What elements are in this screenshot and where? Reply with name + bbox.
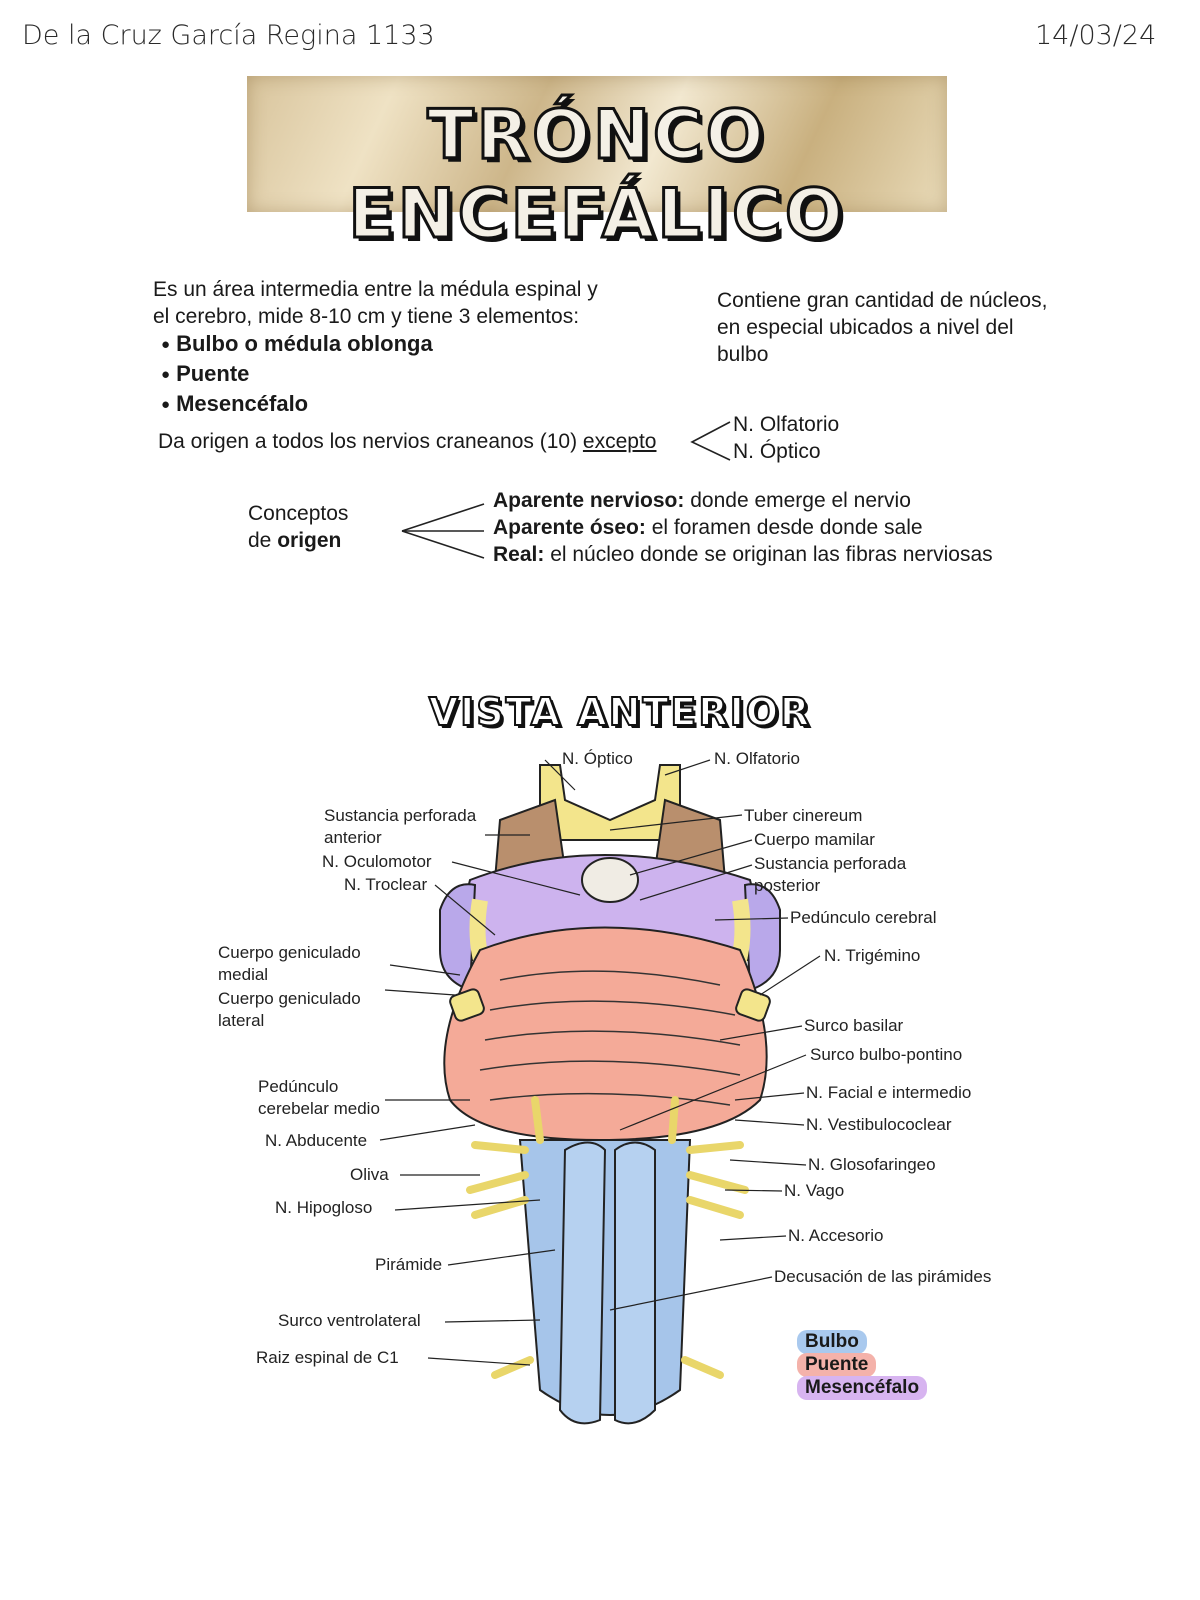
nerve-olfatorio: N. Olfatorio bbox=[733, 413, 840, 436]
nerve-optico: N. Óptico bbox=[733, 440, 821, 463]
diagram-title: VISTA ANTERIOR bbox=[428, 689, 812, 735]
label-accesorio: N. Accesorio bbox=[788, 1226, 884, 1245]
concept-item: Aparente óseo: el foramen desde donde sa… bbox=[493, 516, 923, 539]
nuclei-note: Contiene gran cantidad de núcleos, en es… bbox=[717, 287, 1047, 368]
trigeminal-left bbox=[449, 988, 485, 1022]
label-oculomotor: N. Oculomotor bbox=[322, 852, 432, 871]
title-banner: TRÓNCO ENCEFÁLICO bbox=[247, 76, 947, 256]
concepts-bracket bbox=[401, 503, 485, 559]
label-surco-bulbo: Surco bulbo-pontino bbox=[810, 1045, 963, 1064]
origin-sentence: Da origen a todos los nervios craneanos … bbox=[158, 430, 578, 453]
intro-block: Es un área intermedia entre la médula es… bbox=[153, 276, 598, 420]
page-title: TRÓNCO ENCEFÁLICO bbox=[347, 95, 846, 256]
pyramid-right bbox=[614, 1141, 656, 1425]
date: 14/03/24 bbox=[1035, 20, 1157, 51]
label-tuber: Tuber cinereum bbox=[744, 806, 863, 825]
origin-bracket bbox=[690, 421, 731, 461]
label-vestibulococlear: N. Vestibulococlear bbox=[806, 1115, 952, 1134]
label-facial: N. Facial e intermedio bbox=[806, 1083, 972, 1102]
list-item: Mesencéfalo bbox=[161, 390, 598, 420]
concepts-list: Aparente nervioso: donde emerge el nervi… bbox=[493, 487, 993, 568]
label-piramide: Pirámide bbox=[375, 1255, 443, 1274]
list-item: Bulbo o médula oblonga bbox=[161, 330, 598, 360]
label-ped-cerebral: Pedúnculo cerebral bbox=[790, 908, 937, 927]
label-glosofaringeo: N. Glosofaringeo bbox=[808, 1155, 936, 1174]
mammillary-body bbox=[581, 857, 639, 903]
nuclei-line-1: Contiene gran cantidad de núcleos, bbox=[717, 289, 1048, 312]
except-word: excepto bbox=[582, 430, 657, 453]
label-hipogloso: N. Hipogloso bbox=[275, 1198, 373, 1217]
concept-item: Aparente nervioso: donde emerge el nervi… bbox=[493, 489, 911, 512]
label-decusacion: Decusación de las pirámides bbox=[774, 1267, 992, 1286]
label-optico: N. Óptico bbox=[562, 749, 633, 768]
label-oliva: Oliva bbox=[350, 1165, 389, 1184]
trigeminal-right bbox=[735, 988, 771, 1022]
legend-mesencefalo: Mesencéfalo bbox=[797, 1376, 928, 1400]
concept-item: Real: el núcleo donde se originan las fi… bbox=[493, 543, 993, 566]
concepts-label-1: Conceptos bbox=[248, 502, 349, 525]
excepted-nerves: N. Olfatorio N. Óptico bbox=[733, 411, 839, 465]
pons-fibers bbox=[479, 970, 741, 1106]
pons bbox=[443, 926, 768, 1142]
label-raiz-c1: Raiz espinal de C1 bbox=[256, 1348, 399, 1367]
elements-list: Bulbo o médula oblonga Puente Mesencéfal… bbox=[161, 330, 598, 420]
nuclei-line-2: en especial ubicados a nivel del bbox=[717, 316, 1014, 339]
concepts-label: Conceptos de origen bbox=[248, 500, 348, 554]
label-surco-ventrolateral: Surco ventrolateral bbox=[278, 1311, 421, 1330]
cranial-nerve-roots bbox=[466, 1096, 749, 1379]
list-item: Puente bbox=[161, 360, 598, 390]
nuclei-line-3: bulbo bbox=[717, 343, 769, 366]
concepts-label-2: de origen bbox=[248, 529, 342, 552]
origin-text: Da origen a todos los nervios craneanos … bbox=[158, 428, 656, 455]
optic-chiasm bbox=[539, 764, 681, 841]
author-name: De la Cruz García Regina 1133 bbox=[22, 20, 435, 51]
label-trigemino: N. Trigémino bbox=[824, 946, 921, 965]
label-abducente: N. Abducente bbox=[265, 1131, 368, 1150]
label-olfatorio: N. Olfatorio bbox=[714, 749, 800, 768]
label-cuerpo-mamilar: Cuerpo mamilar bbox=[754, 830, 875, 849]
intro-line-1: Es un área intermedia entre la médula es… bbox=[153, 278, 598, 301]
intro-line-2: el cerebro, mide 8-10 cm y tiene 3 eleme… bbox=[153, 305, 580, 328]
label-vago: N. Vago bbox=[784, 1181, 845, 1200]
label-troclear: N. Troclear bbox=[344, 875, 428, 894]
label-surco-basilar: Surco basilar bbox=[804, 1016, 904, 1035]
mesencephalon bbox=[448, 854, 772, 961]
pyramid-left bbox=[558, 1141, 607, 1425]
legend-puente: Puente bbox=[797, 1353, 877, 1377]
legend-bulbo: Bulbo bbox=[797, 1330, 867, 1354]
